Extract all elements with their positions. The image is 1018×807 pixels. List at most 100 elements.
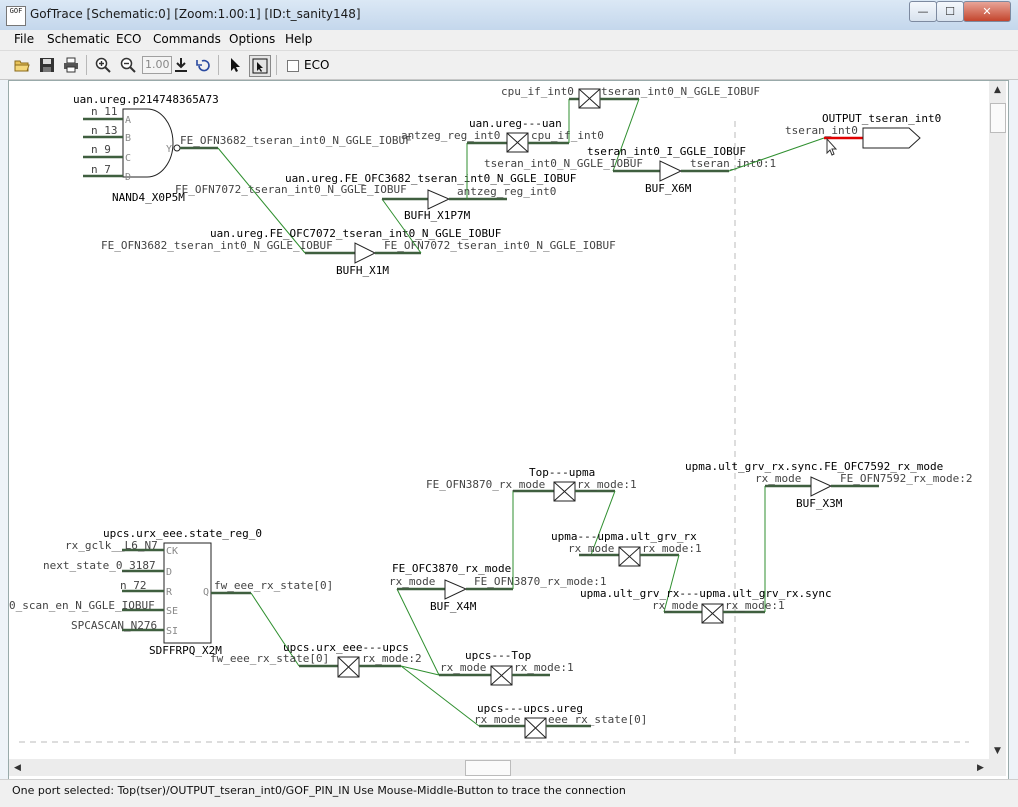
hier-box-cross [618, 546, 641, 567]
trace-tool-button[interactable] [249, 55, 271, 77]
cell-type-label: BUF_X4M [430, 600, 477, 613]
hier-connector-ult-sync[interactable]: upma.ult_grv_rx---upma.ult_grv_rx.sync r… [580, 587, 832, 624]
cell-instance-label: uan.ureg.p214748365A73 [73, 93, 219, 106]
close-button[interactable]: ✕ [963, 1, 1011, 22]
buf-x6m-cell[interactable]: tseran_int0_I_GGLE_IOBUF tseran_int0_N_G… [484, 145, 776, 195]
hier-right-net: rx_mode:2 [362, 652, 422, 665]
hier-connector-uan[interactable]: uan.ureg---uan antzeg_reg_int0 cpu_if_in… [401, 117, 604, 153]
horizontal-scrollbar[interactable]: ◀ ▶ [9, 759, 989, 776]
print-button[interactable] [61, 55, 81, 75]
vertical-scrollbar[interactable]: ▲ ▼ [989, 81, 1006, 759]
buf-x4m-cell[interactable]: FE_OFC3870_rx_mode rx_mode FE_OFN3870_rx… [389, 562, 606, 613]
hier-name-label: uan.ureg---uan [469, 117, 562, 130]
vertical-scroll-thumb[interactable] [990, 103, 1006, 133]
net-label: FE_OFN3682_tseran_int0_N_GGLE_IOBUF [180, 134, 412, 147]
port-name-label: OUTPUT_tseran_int0 [822, 112, 941, 125]
pin-net-label: n 9 [91, 143, 111, 156]
toolbar: 1.00 ECO [0, 51, 1018, 80]
hier-right-net: rx_mode:1 [725, 599, 785, 612]
net-label: FE_OFN3682_tseran_int0_N_GGLE_IOBUF [101, 239, 333, 252]
net-label: rx_mode [755, 472, 801, 485]
hier-connector-urx-upcs[interactable]: upcs.urx_eee---upcs fw_eee_rx_state[0] r… [210, 641, 422, 678]
pin-name: Q [203, 587, 209, 598]
undo-icon [196, 59, 210, 72]
bufh-x1m-cell[interactable]: uan.ureg.FE_OFC7072_tseran_int0_N_GGLE_I… [101, 227, 616, 277]
bufh-x1p7m-cell[interactable]: uan.ureg.FE_OFC3682_tseran_int0_N_GGLE_I… [285, 172, 576, 222]
menu-options[interactable]: Options [229, 32, 276, 46]
undo-button[interactable] [193, 55, 213, 75]
net-label: FE_OFN7592_rx_mode:2 [840, 472, 972, 485]
menu-eco[interactable]: ECO [116, 32, 142, 46]
cell-instance-label: uan.ureg.FE_OFC3682_tseran_int0_N_GGLE_I… [285, 172, 576, 185]
hier-left-net: rx_mode [474, 713, 520, 726]
hier-connector-cpu-if[interactable]: cpu_if_int0 tseran_int0_N_GGLE_IOBUF [501, 85, 760, 109]
scroll-corner [989, 759, 1006, 776]
menu-file[interactable]: File [14, 32, 35, 46]
select-tool-button[interactable] [225, 55, 245, 75]
port-net-label: tseran_int0 [785, 124, 858, 137]
pin-name: D [125, 172, 131, 183]
port-symbol [862, 127, 921, 149]
hier-box-cross [553, 481, 576, 502]
nand4-cell[interactable]: uan.ureg.p214748365A73 n 11 n 13 n 9 n 7… [73, 93, 219, 204]
net-label: antzeg_reg_int0 [457, 185, 556, 198]
hier-connector-upcs-top[interactable]: upcs---Top rx_mode rx_mode:1 [439, 649, 574, 686]
hier-box-cross [506, 132, 529, 153]
eco-checkbox[interactable] [287, 60, 299, 72]
buf-x3m-cell[interactable]: upma.ult_grv_rx.sync.FE_OFC7592_rx_mode … [685, 460, 972, 510]
cell-type-label: BUF_X3M [796, 497, 843, 510]
minimize-button[interactable]: — [909, 1, 937, 22]
net-label: fw_eee_rx_state[0] [214, 579, 333, 592]
cell-instance-label: upcs.urx_eee.state_reg_0 [103, 527, 262, 540]
zoom-level-field[interactable]: 1.00 [142, 56, 172, 74]
pin-name: R [166, 587, 173, 598]
scroll-right-arrow-icon[interactable]: ▶ [977, 762, 984, 773]
hier-left-net: antzeg_reg_int0 [401, 129, 500, 142]
sdffrpq-cell[interactable]: upcs.urx_eee.state_reg_0 rx_gclk__L6_N7 … [9, 527, 262, 657]
schematic-canvas[interactable]: .t { font-size:11px; fill:#444; } .tb { … [9, 81, 989, 759]
net-label: FE_OFN3870_rx_mode:1 [474, 575, 606, 588]
net-wire [728, 137, 825, 172]
scroll-left-arrow-icon[interactable]: ◀ [14, 762, 21, 773]
menu-commands[interactable]: Commands [153, 32, 221, 46]
zoom-apply-button[interactable] [171, 55, 191, 75]
net-label: rx_mode [389, 575, 435, 588]
menu-bar: File Schematic ECO Commands Options Help [0, 30, 1018, 51]
cell-type-label: BUFH_X1M [336, 264, 389, 277]
scroll-down-arrow-icon[interactable]: ▼ [994, 745, 1001, 756]
schematic-drawing[interactable]: .t { font-size:11px; fill:#444; } .tb { … [9, 81, 989, 759]
pin-net-label: rx_gclk__L6_N7 [65, 539, 158, 552]
buffer-symbol [354, 242, 377, 264]
open-button[interactable] [12, 55, 32, 75]
select-arrow-icon [231, 58, 240, 72]
toolbar-separator [276, 55, 277, 75]
scroll-up-arrow-icon[interactable]: ▲ [994, 84, 1001, 95]
hier-connector-upcs-ureg[interactable]: upcs---upcs.ureg rx_mode eee_rx_state[0] [474, 702, 647, 739]
net-wire [400, 665, 480, 727]
pin-net-label: n 13 [91, 124, 118, 137]
maximize-button[interactable]: ☐ [936, 1, 964, 22]
cell-type-label: BUFH_X1P7M [404, 209, 471, 222]
pin-net-label: n 7 [91, 163, 111, 176]
hier-box-cross [490, 665, 513, 686]
hier-name-label: upcs.urx_eee---upcs [283, 641, 409, 654]
status-text: One port selected: Top(tser)/OUTPUT_tser… [12, 784, 626, 797]
pin-name: SI [166, 626, 178, 637]
hier-name-label: upcs---Top [465, 649, 531, 662]
hier-right-net: cpu_if_int0 [531, 129, 604, 142]
menu-schematic[interactable]: Schematic [47, 32, 110, 46]
horizontal-scroll-thumb[interactable] [465, 760, 511, 776]
menu-help[interactable]: Help [285, 32, 313, 46]
output-port[interactable]: OUTPUT_tseran_int0 tseran_int0 [785, 112, 941, 156]
zoom-out-button[interactable] [118, 55, 138, 75]
hier-box-cross [524, 717, 547, 739]
hier-connector-upma-ult[interactable]: upma---upma.ult_grv_rx rx_mode rx_mode:1 [551, 530, 702, 567]
open-folder-icon [14, 60, 30, 72]
zoom-in-button[interactable] [93, 55, 113, 75]
save-button[interactable] [37, 55, 57, 75]
hier-name-label: upcs---upcs.ureg [477, 702, 583, 715]
cell-instance-label: tseran_int0_I_GGLE_IOBUF [587, 145, 746, 158]
net-label: FE_OFN7072_tseran_int0_N_GGLE_IOBUF [384, 239, 616, 252]
hier-connector-top-upma[interactable]: Top---upma FE_OFN3870_rx_mode rx_mode:1 [426, 466, 637, 502]
cell-instance-label: uan.ureg.FE_OFC7072_tseran_int0_N_GGLE_I… [210, 227, 501, 240]
